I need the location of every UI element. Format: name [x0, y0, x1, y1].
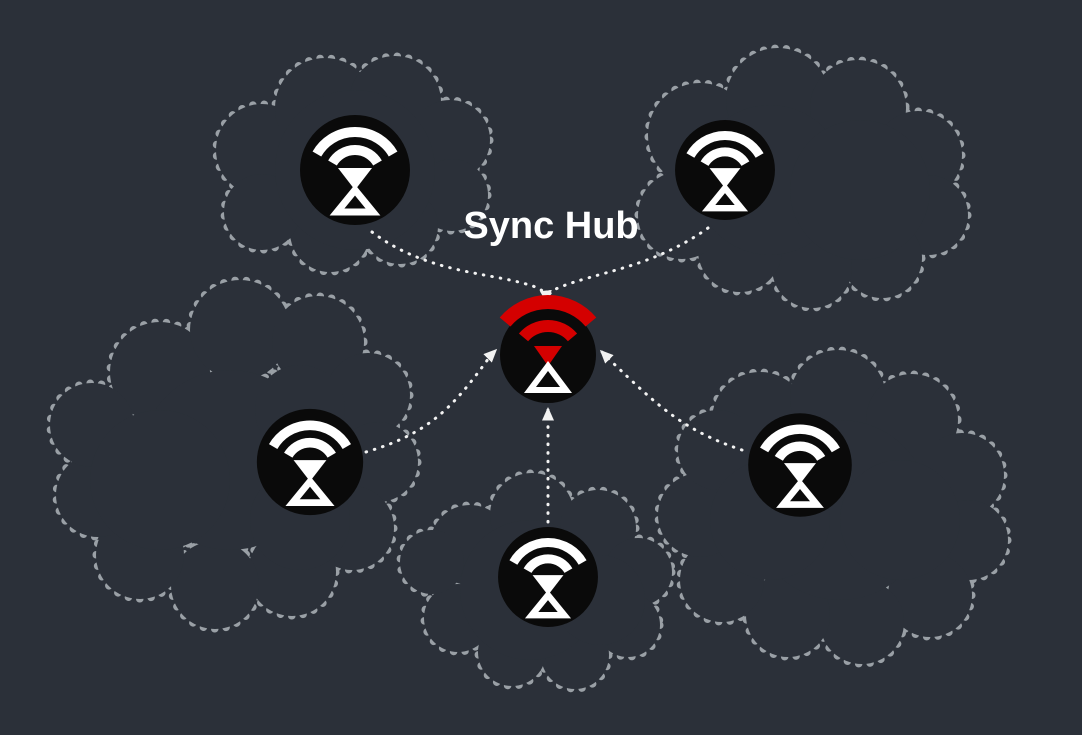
device-node-bottom-center	[498, 527, 598, 627]
sync-hub-node	[499, 295, 597, 403]
cloud-mid-right	[654, 346, 1012, 668]
device-node-mid-left	[257, 409, 363, 515]
cloud-bottom-center-fill	[400, 473, 672, 689]
cloud-bottom-center	[396, 469, 676, 693]
sync-hub-triangle-icon	[524, 361, 572, 393]
device-node-mid-right	[748, 413, 852, 517]
sync-arrow-mid-right	[599, 349, 744, 452]
device-node-top-left	[300, 115, 410, 225]
sync-arrow-mid-left	[364, 348, 498, 454]
sync-hub-signal-arc-outer-icon	[499, 295, 597, 327]
sync-arrow-top-right	[547, 226, 710, 297]
sync-hub-label: Sync Hub	[463, 205, 638, 247]
cloud-mid-left-fill	[50, 280, 418, 629]
sync-hub-wedge-icon	[534, 346, 562, 366]
device-node-top-right	[675, 120, 775, 220]
sync-hub-signal-arc-inner-icon	[518, 320, 578, 342]
cloud-mid-left	[46, 276, 422, 633]
